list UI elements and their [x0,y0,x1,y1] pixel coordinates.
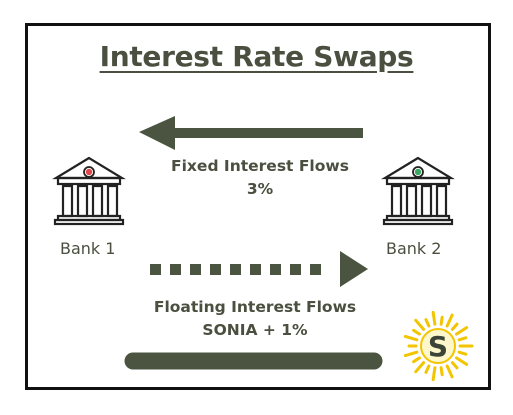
sun-logo-icon: S [403,310,474,382]
diagram-title: Interest Rate Swaps [99,40,414,73]
sun-ray [439,315,444,326]
sun-ray [445,364,454,379]
bank-2-label: Bank 2 [386,239,442,258]
fixed-flow-label: Fixed Interest Flows [171,157,349,175]
sun-ray [445,313,454,328]
sun-ray [414,318,426,331]
floating-flow-rate: SONIA + 1% [202,321,308,339]
logo-letter: S [428,330,448,363]
floating-flow-label-block: Floating Interest Flows SONIA + 1% [120,296,390,342]
bank-1-label: Bank 1 [60,239,116,258]
sun-ray [424,318,431,328]
fixed-flow-label-block: Fixed Interest Flows 3% [150,155,370,201]
sun-ray [412,328,421,336]
sun-ray [450,322,459,331]
sun-ray [431,366,437,382]
sun-ray [457,350,468,356]
sun-ray [457,336,468,342]
sun-ray [439,366,444,377]
sun-ray [403,350,419,358]
bank-building-icon [381,156,455,226]
floating-flow-label: Floating Interest Flows [153,298,357,316]
sun-ray [455,356,469,366]
sun-ray [403,334,419,342]
sun-ray [424,364,431,374]
sun-ray [414,361,426,374]
fixed-flow-rate: 3% [246,180,274,198]
sun-ray [450,361,459,370]
sun-ray [455,326,469,336]
sun-ray [412,356,421,364]
bank-building-icon [52,156,126,226]
sun-ray [431,310,437,326]
